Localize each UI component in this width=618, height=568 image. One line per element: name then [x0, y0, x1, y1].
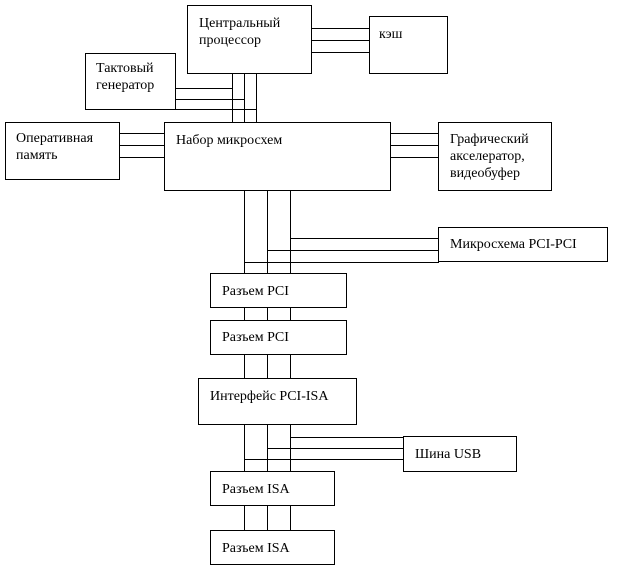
ram-label: Оперативная память: [16, 131, 94, 163]
clock-generator-label: Тактовый генератор: [96, 61, 155, 93]
cpu-block: Центральный процессор: [187, 5, 312, 74]
graphics-accelerator-label: Графический акселератор, видеобуфер: [450, 132, 529, 181]
pci-bridge-lines: [244, 238, 439, 263]
isa-slot-2-label: Разъем ISA: [222, 541, 290, 556]
pci-slot-1-label: Разъем PCI: [222, 284, 289, 299]
isa-slot-2: Разъем ISA: [210, 530, 335, 565]
pci-pci-bridge-block: Микросхема PCI-PCI: [438, 227, 608, 262]
chipset-block: Набор микросхем: [164, 122, 391, 191]
pci-pci-bridge-label: Микросхема PCI-PCI: [450, 237, 577, 252]
clock-generator-block: Тактовый генератор: [85, 53, 176, 110]
cpu-chipset-bus: [232, 73, 257, 122]
pci-slot-2-label: Разъем PCI: [222, 330, 289, 345]
chipset-graphics-bus: [390, 133, 439, 158]
graphics-accelerator-block: Графический акселератор, видеобуфер: [438, 122, 552, 191]
chipset-label: Набор микросхем: [176, 133, 283, 148]
pci-slot-2: Разъем PCI: [210, 320, 347, 355]
isa-slot-1-label: Разъем ISA: [222, 482, 290, 497]
usb-bus-label: Шина USB: [415, 447, 482, 462]
cache-block: кэш: [369, 16, 448, 74]
pci-isa-interface-label: Интерфейс PCI-ISA: [210, 389, 329, 404]
pci-slot-1: Разъем PCI: [210, 273, 347, 308]
isa-slot-1: Разъем ISA: [210, 471, 335, 506]
ram-block: Оперативная память: [5, 122, 120, 180]
ram-chipset-bus: [119, 133, 165, 158]
usb-bus-block: Шина USB: [403, 436, 517, 472]
clock-lines: [175, 88, 256, 110]
cache-label: кэш: [379, 27, 403, 42]
cpu-cache-bus: [311, 28, 369, 53]
usb-lines: [244, 437, 404, 460]
cpu-label: Центральный процессор: [199, 16, 281, 48]
pci-isa-interface-block: Интерфейс PCI-ISA: [198, 378, 357, 425]
